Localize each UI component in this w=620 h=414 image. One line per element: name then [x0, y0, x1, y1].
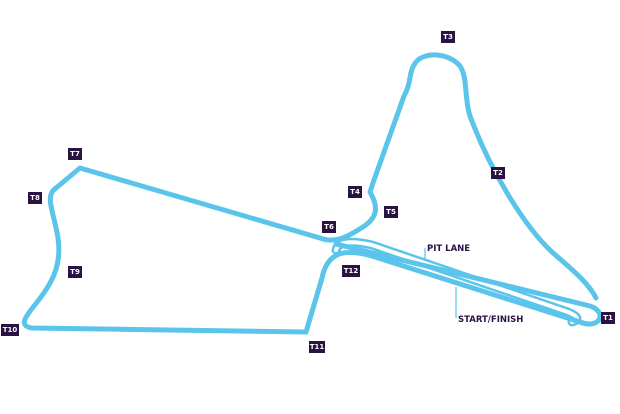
- circuit-track: [21, 52, 603, 335]
- svg-text:T6: T6: [324, 223, 334, 231]
- pit-lane-label: PIT LANE: [427, 244, 470, 254]
- svg-text:T1: T1: [603, 314, 613, 322]
- svg-text:T8: T8: [30, 194, 40, 202]
- turn-label-t9: T9: [68, 266, 82, 278]
- turn-label-t5: T5: [384, 206, 398, 218]
- turn-label-t3: T3: [441, 31, 455, 43]
- svg-text:T5: T5: [386, 208, 396, 216]
- turn-label-t7: T7: [68, 148, 82, 160]
- turn-label-t10: T10: [1, 324, 19, 336]
- turn-label-t1: T1: [601, 312, 615, 324]
- svg-text:T10: T10: [3, 326, 18, 334]
- svg-text:T12: T12: [344, 267, 359, 275]
- turn-label-t4: T4: [348, 186, 362, 198]
- svg-text:T4: T4: [350, 188, 360, 196]
- turn-label-t12: T12: [342, 265, 360, 277]
- turn-label-t11: T11: [309, 341, 325, 353]
- turn-label-t2: T2: [491, 167, 505, 179]
- svg-text:T11: T11: [310, 343, 325, 351]
- svg-text:T7: T7: [70, 150, 80, 158]
- svg-text:T2: T2: [493, 169, 503, 177]
- turn-label-t8: T8: [28, 192, 42, 204]
- turn-label-t6: T6: [322, 221, 336, 233]
- svg-text:T3: T3: [443, 33, 453, 41]
- svg-text:T9: T9: [70, 268, 80, 276]
- start-finish-label: START/FINISH: [458, 315, 523, 325]
